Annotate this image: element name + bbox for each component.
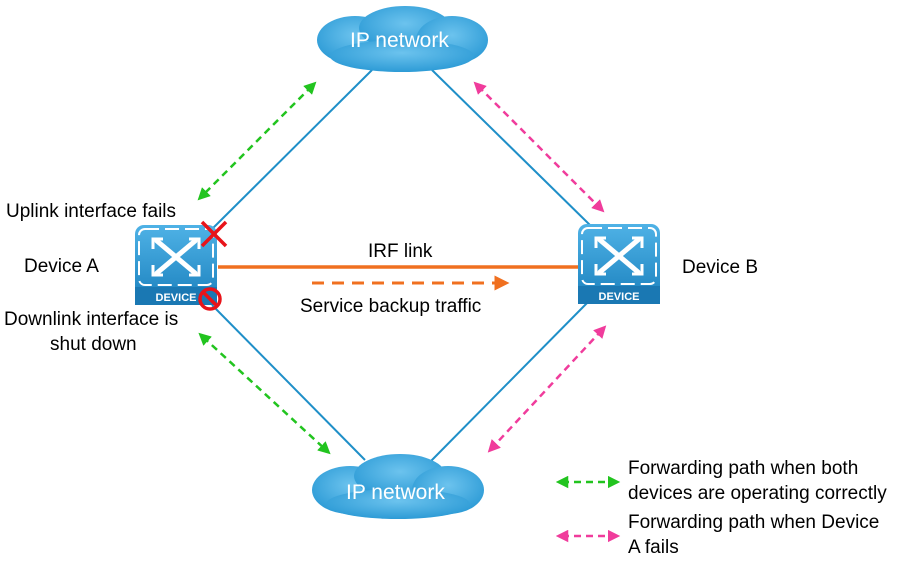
device-b-icon: DEVICE — [578, 224, 660, 304]
cloud-bottom-label: IP network — [346, 481, 445, 504]
legend-pink-text-line2: A fails — [628, 537, 679, 558]
link-top-b — [431, 69, 594, 229]
downlink-shutdown-label-line1: Downlink interface is — [4, 309, 179, 330]
pink-path-lower — [487, 325, 607, 453]
device-a-icon-text: DEVICE — [156, 292, 197, 304]
link-a-top — [204, 69, 373, 237]
downlink-shutdown-label-line2: shut down — [50, 334, 137, 355]
legend-pink-text-line1: Forwarding path when Device — [628, 512, 880, 533]
legend-green-text-line2: devices are operating correctly — [628, 483, 887, 504]
legend-green-text-line1: Forwarding path when both — [628, 458, 859, 479]
uplink-fail-label: Uplink interface fails — [6, 201, 177, 222]
cloud-top-label: IP network — [350, 29, 449, 52]
device-b-label: Device B — [682, 257, 759, 278]
cloud-bottom-icon — [312, 454, 484, 519]
link-b-bottom — [429, 299, 591, 463]
device-a-icon: DEVICE — [135, 225, 217, 305]
uplink-fail-x-icon — [200, 220, 228, 248]
cloud-top-icon — [317, 6, 488, 72]
device-a-label: Device A — [24, 256, 99, 277]
service-backup-label: Service backup traffic — [300, 296, 482, 317]
pink-path-upper — [473, 81, 605, 213]
green-path-upper — [197, 81, 317, 201]
downlink-shutdown-icon — [198, 287, 222, 311]
irf-link-label: IRF link — [368, 241, 433, 262]
link-a-bottom — [211, 304, 366, 461]
green-path-lower — [198, 332, 331, 455]
device-b-icon-text: DEVICE — [599, 291, 640, 303]
